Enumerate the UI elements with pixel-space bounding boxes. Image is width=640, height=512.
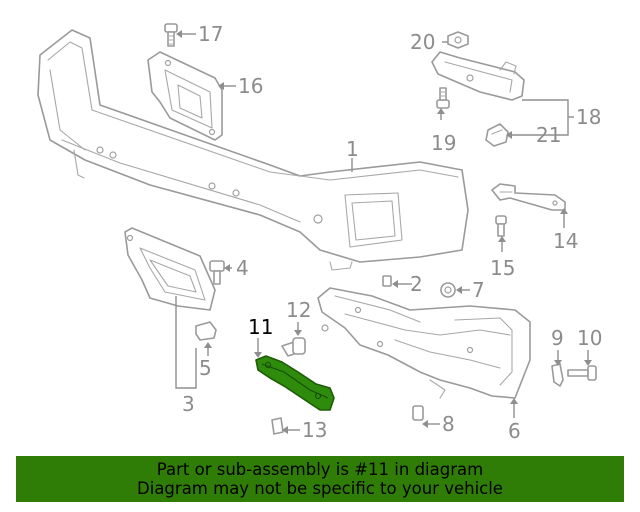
part-5-clip	[195, 321, 217, 341]
notice-line-part-number: Part or sub-assembly is #11 in diagram	[156, 460, 484, 479]
part-16-bracket	[147, 51, 223, 141]
callout-7: 7	[472, 278, 485, 302]
part-10-bolt	[567, 365, 597, 381]
callout-15: 15	[490, 256, 515, 280]
part-8-clip	[412, 405, 424, 421]
part-2-clip	[382, 275, 392, 287]
callout-21: 21	[536, 123, 561, 147]
part-1-bumper-face-bar	[37, 29, 469, 271]
diagram-notice-banner: Part or sub-assembly is #11 in diagram D…	[16, 456, 624, 502]
part-3-bracket	[124, 227, 216, 311]
callout-14: 14	[553, 229, 578, 253]
exploded-parts-diagram: 1 2 3 4 5 6 7 8 9 10 11 12 13 14 15 16 1…	[37, 22, 602, 443]
callout-1: 1	[346, 137, 359, 161]
part-9-bracket	[551, 363, 564, 387]
callout-17: 17	[198, 22, 223, 46]
callout-9: 9	[551, 326, 564, 350]
part-14-bracket	[491, 183, 566, 211]
part-4-bolt	[209, 260, 225, 285]
callout-10: 10	[577, 326, 602, 350]
part-6-support-bracket	[317, 287, 531, 399]
part-21-clip	[485, 123, 509, 147]
part-7-nut	[440, 282, 456, 298]
callout-20: 20	[410, 30, 435, 54]
callout-12: 12	[286, 298, 311, 322]
callout-19: 19	[431, 131, 456, 155]
part-17-bolt	[164, 23, 178, 47]
part-13-clip	[271, 417, 284, 435]
callout-13: 13	[302, 418, 327, 442]
callout-2: 2	[410, 272, 423, 296]
callout-4: 4	[236, 256, 249, 280]
callout-11: 11	[248, 315, 273, 339]
part-20-nut	[447, 31, 469, 49]
notice-line-disclaimer: Diagram may not be specific to your vehi…	[137, 479, 503, 498]
part-15-bolt	[495, 215, 507, 237]
callout-16: 16	[238, 74, 263, 98]
callout-labels: 1 2 3 4 5 6 7 8 9 10 11 12 13 14 15 16 1…	[182, 22, 602, 443]
part-11-reinforcement-highlighted	[255, 355, 335, 411]
leader-lines	[175, 30, 592, 434]
callout-6: 6	[508, 419, 521, 443]
callout-8: 8	[442, 412, 455, 436]
callout-3: 3	[182, 392, 195, 416]
part-19-bolt	[436, 87, 450, 109]
part-18-bracket	[431, 51, 525, 101]
callout-5: 5	[199, 356, 212, 380]
callout-18: 18	[576, 105, 601, 129]
part-12-bolt	[281, 337, 306, 357]
